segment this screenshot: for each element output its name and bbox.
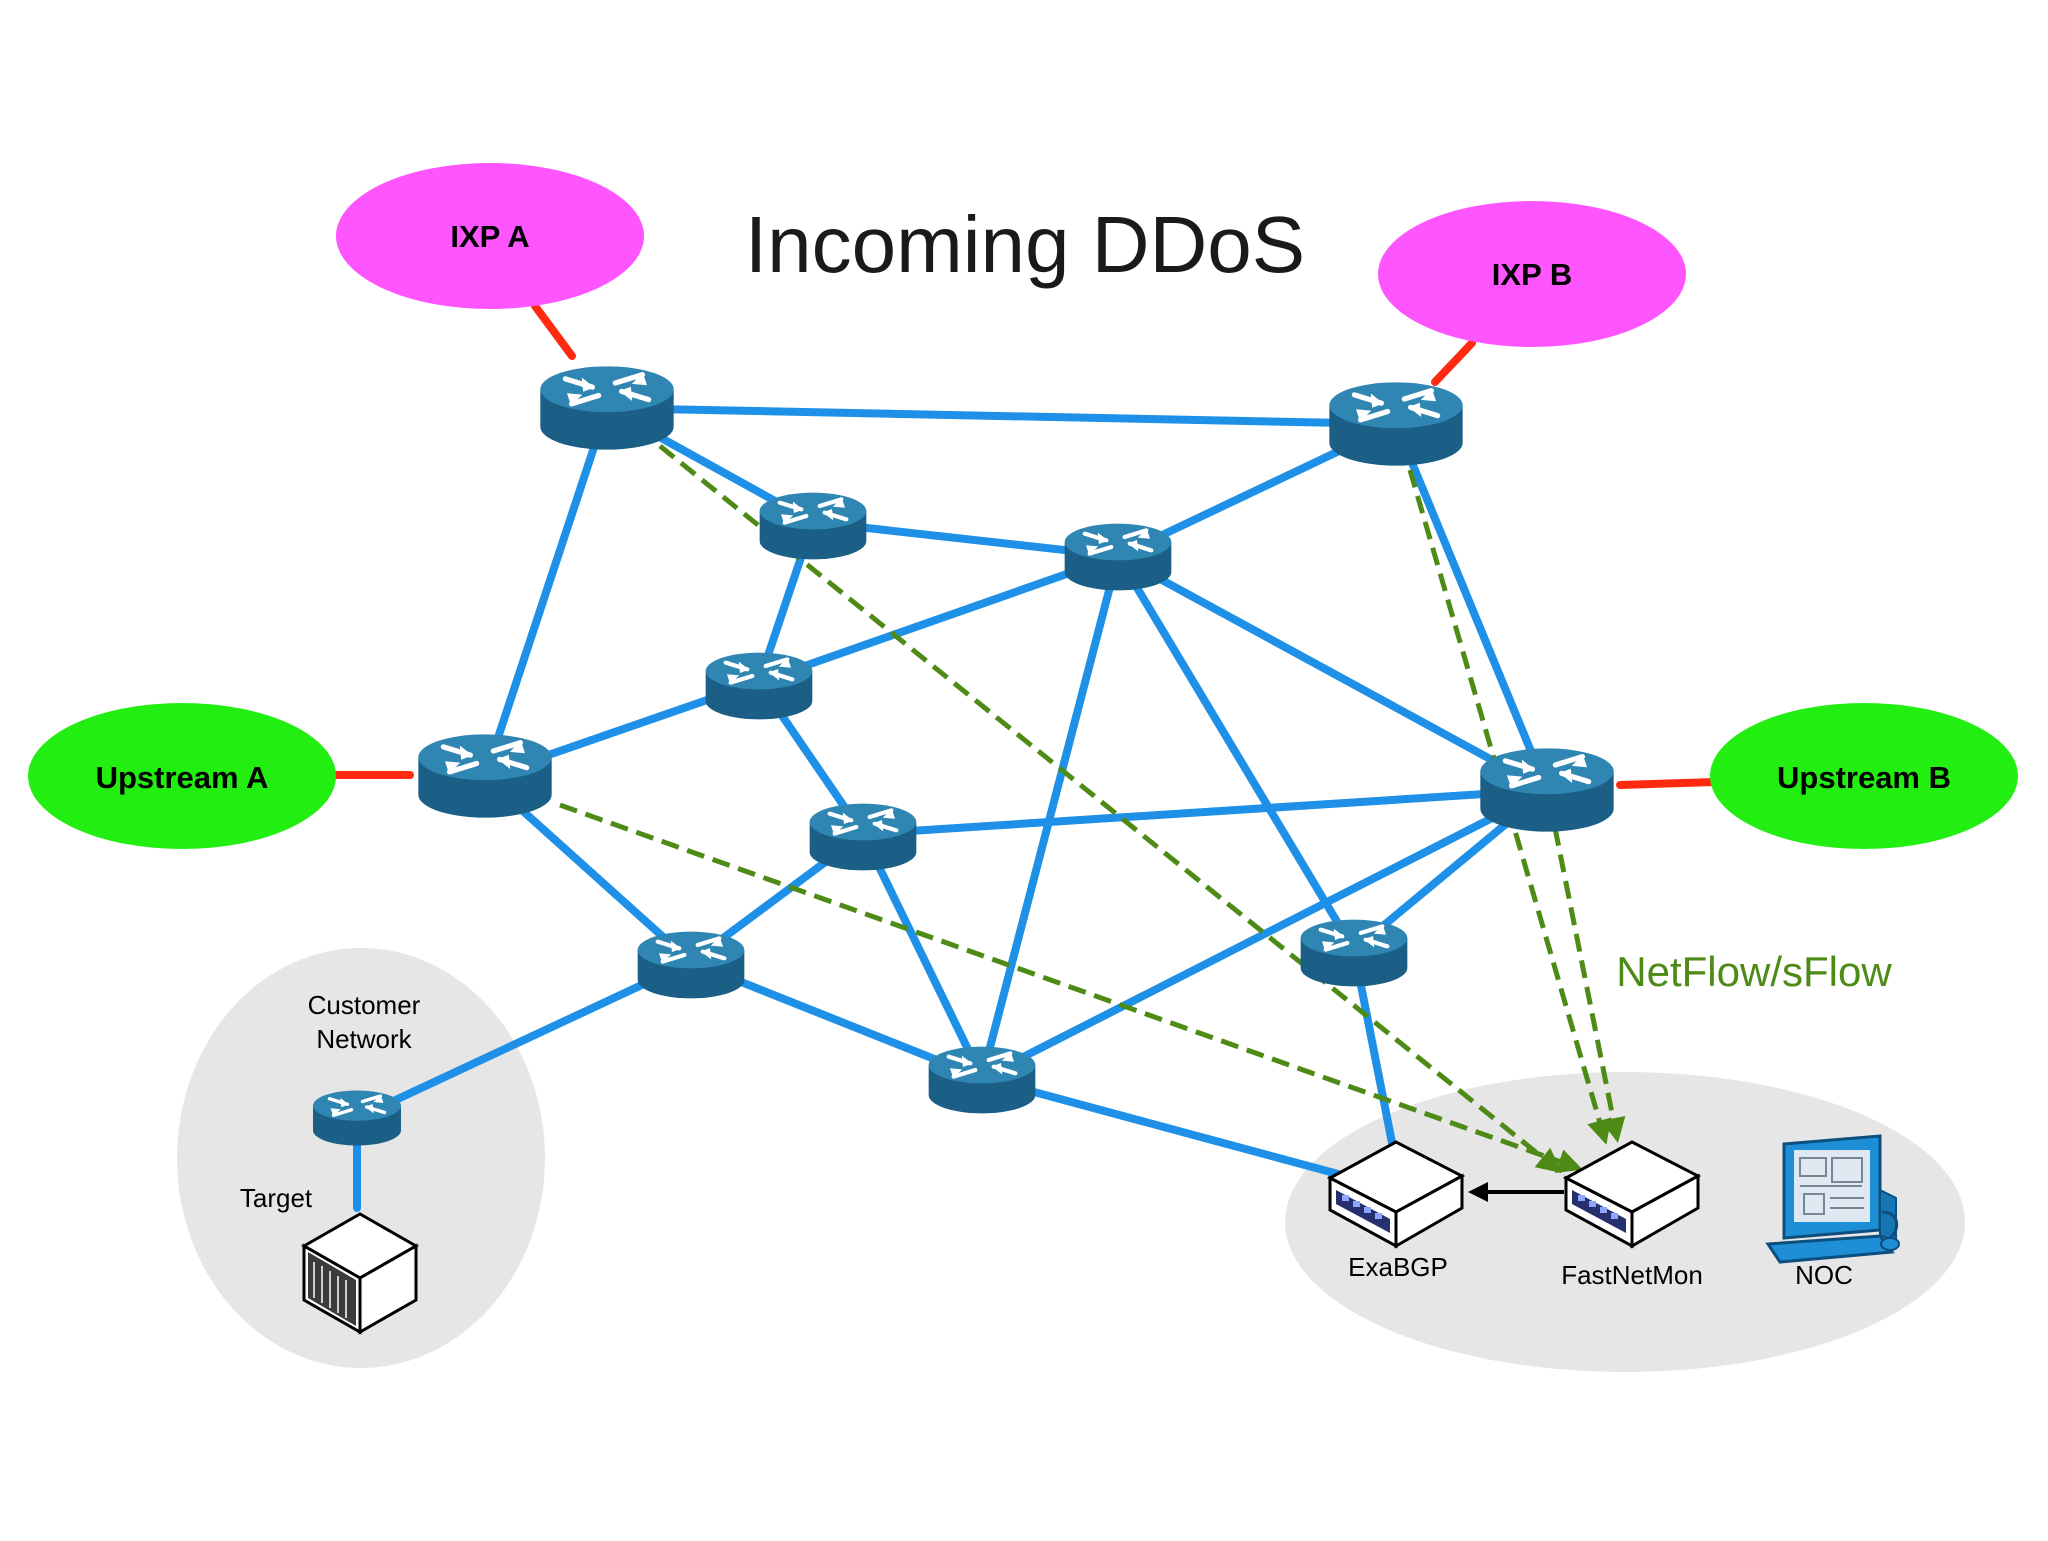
flow-line (559, 802, 1583, 1174)
upstream-a-label: Upstream A (96, 760, 269, 795)
router-icon (1480, 748, 1613, 831)
router-icon (706, 653, 813, 720)
link (978, 786, 1551, 1082)
router-icon (760, 493, 867, 560)
noc-workstation-icon (1765, 1134, 1900, 1264)
link (353, 958, 695, 1122)
link (481, 404, 611, 781)
router-icon (810, 804, 917, 871)
link (978, 552, 1122, 1082)
ixp-a-label: IXP A (450, 219, 529, 254)
fastnetmon-appliance-icon (1562, 1140, 1702, 1249)
target-label: Target (240, 1183, 313, 1213)
router-icon (1065, 524, 1172, 591)
link (1392, 420, 1551, 794)
ixp-b-link (1431, 339, 1476, 386)
flow-export-lines (559, 444, 1626, 1174)
ixp-b-ellipse (1378, 201, 1686, 347)
netflow-sflow-label: NetFlow/sFlow (1616, 948, 1892, 995)
router-icon (311, 1088, 403, 1148)
router-icon (929, 1047, 1036, 1114)
flow-line (658, 444, 1562, 1174)
router-icon (1301, 920, 1408, 987)
router-icon (1329, 382, 1462, 465)
customer-network-label: Customer (308, 990, 421, 1020)
upstream-b-label: Upstream B (1777, 760, 1951, 795)
flow-line (1407, 469, 1612, 1145)
fastnetmon-label: FastNetMon (1561, 1260, 1703, 1290)
ixp-b-label: IXP B (1492, 257, 1572, 292)
peer-links (332, 302, 1719, 789)
ixp-a: IXP A (336, 163, 644, 309)
exabgp-appliance-icon (1326, 1140, 1466, 1249)
router-icon (638, 932, 745, 999)
upstream-a: Upstream A (28, 703, 336, 849)
server-icon (300, 1212, 420, 1335)
upstream-a-ellipse (28, 703, 336, 849)
customer-network-label-line2: Network (316, 1024, 412, 1054)
link (755, 552, 1122, 686)
link (859, 830, 986, 1082)
link (1114, 552, 1551, 794)
ixp-a-ellipse (336, 163, 644, 309)
link (1114, 552, 1358, 954)
router-icon (540, 366, 673, 449)
link (603, 404, 1400, 428)
router-icon (418, 734, 551, 817)
ixp-a-link (531, 302, 576, 360)
exabgp-label: ExaBGP (1348, 1252, 1448, 1282)
ixp-b: IXP B (1378, 201, 1686, 347)
upstream-b-ellipse (1710, 703, 2018, 849)
noc-label: NOC (1795, 1260, 1853, 1290)
link (978, 1074, 1394, 1192)
upstream-b: Upstream B (1710, 703, 2018, 849)
link (859, 786, 1551, 838)
diagram-title: Incoming DDoS (745, 200, 1305, 289)
upstream-b-link (1616, 778, 1719, 789)
